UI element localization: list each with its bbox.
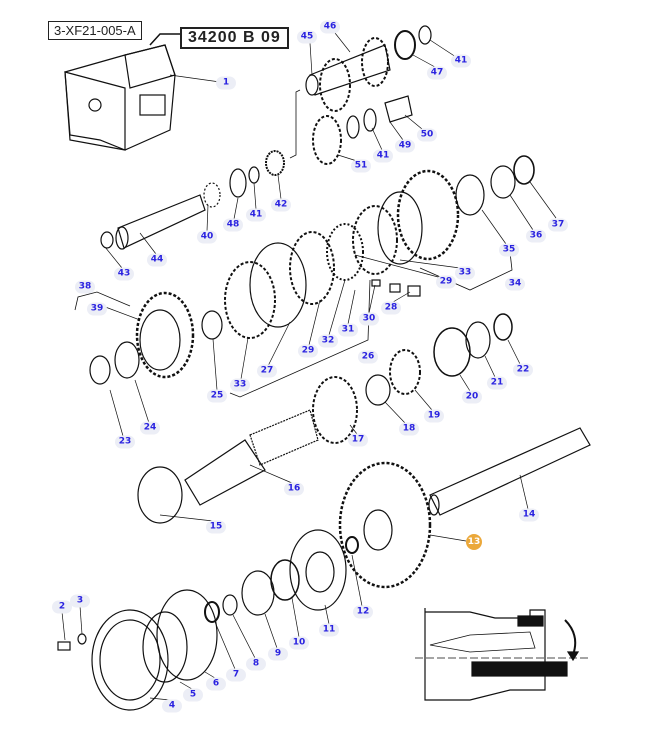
callout-40[interactable]: 40: [197, 230, 217, 244]
callout-20[interactable]: 20: [462, 390, 482, 404]
callout-49[interactable]: 49: [395, 139, 415, 153]
callout-51[interactable]: 51: [351, 159, 371, 173]
gearbox-housing: [64, 33, 221, 151]
callout-12[interactable]: 12: [353, 605, 373, 619]
callout-1[interactable]: 1: [216, 76, 236, 90]
callout-39[interactable]: 39: [87, 302, 107, 316]
callout-18[interactable]: 18: [399, 422, 419, 436]
cluster-gear-shaft: [289, 25, 432, 165]
callout-44[interactable]: 44: [147, 253, 167, 267]
callout-11[interactable]: 11: [319, 623, 339, 637]
assembly-code: 34200 B 09: [180, 27, 289, 49]
callout-41[interactable]: 41: [451, 54, 471, 68]
callout-46[interactable]: 46: [320, 20, 340, 34]
callout-24[interactable]: 24: [140, 421, 160, 435]
callout-10[interactable]: 10: [289, 636, 309, 650]
callout-4[interactable]: 4: [162, 699, 182, 713]
callout-22[interactable]: 22: [513, 363, 533, 377]
callout-2[interactable]: 2: [52, 600, 72, 614]
callout-34[interactable]: 34: [505, 277, 525, 291]
callout-15[interactable]: 15: [206, 520, 226, 534]
callout-42[interactable]: 42: [271, 198, 291, 212]
callout-21[interactable]: 21: [487, 376, 507, 390]
synchro-assembly: [74, 155, 535, 398]
callout-47[interactable]: 47: [427, 66, 447, 80]
main-shafts: [137, 409, 591, 589]
callout-33[interactable]: 33: [455, 266, 475, 280]
callout-23[interactable]: 23: [115, 435, 135, 449]
callout-26[interactable]: 26: [358, 350, 378, 364]
callout-32[interactable]: 32: [318, 334, 338, 348]
callout-41[interactable]: 41: [373, 149, 393, 163]
callout-19[interactable]: 19: [424, 409, 444, 423]
callout-35[interactable]: 35: [499, 243, 519, 257]
callout-29[interactable]: 29: [436, 275, 456, 289]
callout-36[interactable]: 36: [526, 229, 546, 243]
callout-45[interactable]: 45: [297, 30, 317, 44]
sleeve-shaft-assembly: [100, 150, 285, 250]
callout-31[interactable]: 31: [338, 323, 358, 337]
callout-29[interactable]: 29: [298, 344, 318, 358]
cover-and-seal-stack: [57, 529, 347, 711]
callout-17[interactable]: 17: [348, 433, 368, 447]
callout-41[interactable]: 41: [246, 208, 266, 222]
callout-33[interactable]: 33: [230, 378, 250, 392]
output-gear-row: [312, 313, 513, 444]
callout-50[interactable]: 50: [417, 128, 437, 142]
callout-14[interactable]: 14: [519, 508, 539, 522]
callout-27[interactable]: 27: [257, 364, 277, 378]
callout-28[interactable]: 28: [381, 301, 401, 315]
callout-16[interactable]: 16: [284, 482, 304, 496]
callout-13-highlighted[interactable]: 13: [466, 534, 482, 550]
callout-8[interactable]: 8: [246, 657, 266, 671]
callout-30[interactable]: 30: [359, 312, 379, 326]
callout-7[interactable]: 7: [226, 668, 246, 682]
callout-6[interactable]: 6: [206, 677, 226, 691]
location-inset: [415, 608, 588, 701]
callout-25[interactable]: 25: [207, 389, 227, 403]
callout-37[interactable]: 37: [548, 218, 568, 232]
callout-48[interactable]: 48: [223, 218, 243, 232]
callout-43[interactable]: 43: [114, 267, 134, 281]
callout-9[interactable]: 9: [268, 647, 288, 661]
callout-5[interactable]: 5: [183, 688, 203, 702]
callout-3[interactable]: 3: [70, 594, 90, 608]
drawing-reference: 3-XF21-005-A: [48, 21, 142, 40]
callout-38[interactable]: 38: [75, 280, 95, 294]
